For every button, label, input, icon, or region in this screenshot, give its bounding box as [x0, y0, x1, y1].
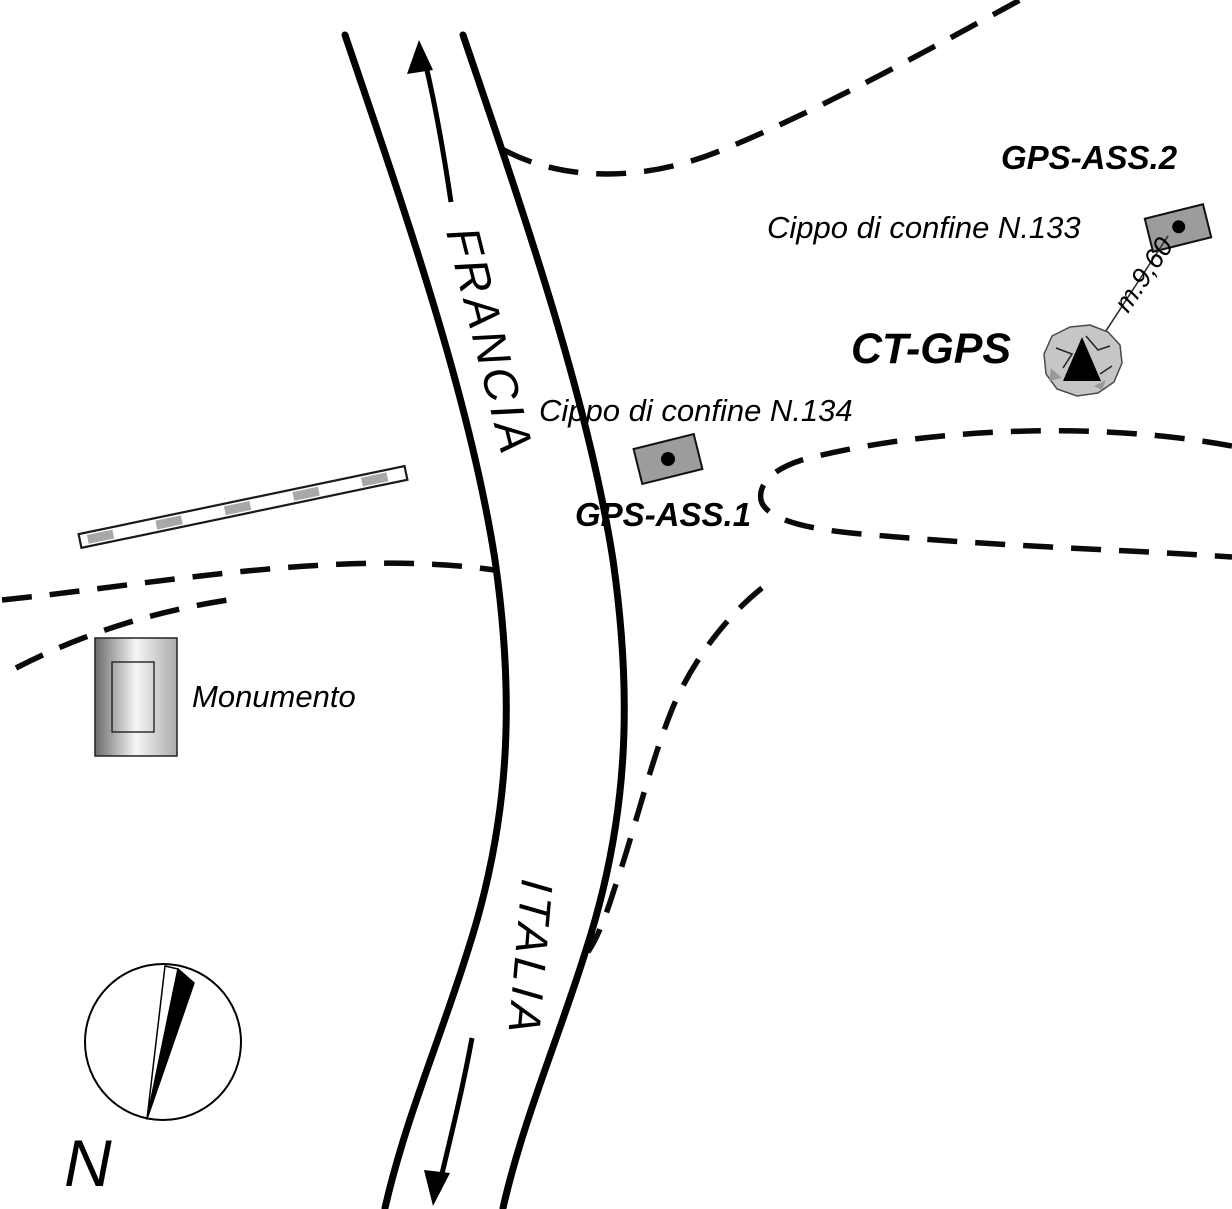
direction-arrow-down [424, 1037, 475, 1206]
boundary-stone-dot [1172, 220, 1186, 234]
monument-symbol [94, 637, 178, 757]
gps-ass2-label: GPS-ASS.2 [1001, 139, 1178, 176]
gps-ass1-marker [632, 432, 704, 486]
trail-dashed-west-lower [14, 597, 229, 671]
trail-dashed-south [585, 585, 764, 954]
cippo-133-label: Cippo di confine N.133 [767, 210, 1081, 245]
distance-line [1099, 235, 1169, 341]
gps-ass1-label: GPS-ASS.1 [575, 496, 751, 533]
compass-needle-black [146, 968, 195, 1120]
north-label: N [64, 1126, 112, 1200]
road-right-edge [459, 31, 628, 1209]
trail-dashed-west-upper [1, 560, 495, 603]
boundary-stone-dot [661, 452, 675, 466]
francia-label: FRANCIA [436, 222, 544, 462]
gps-ass2-marker [1143, 203, 1213, 253]
italia-label: ITALIA [498, 877, 563, 1039]
fence-strip [77, 464, 409, 550]
trail-dashed-top [502, 0, 1022, 177]
ct-gps-label: CT-GPS [851, 325, 1011, 373]
compass-rose [84, 963, 242, 1121]
cippo-134-label: Cippo di confine N.134 [539, 393, 853, 428]
ct-gps-rock [1043, 324, 1123, 397]
road-left-edge [341, 31, 510, 1209]
trail-dashed-east-loop [757, 427, 1232, 560]
monument-label: Monumento [192, 679, 356, 714]
distance-label: m.9,60 [1108, 232, 1179, 317]
survey-triangle-icon [1063, 337, 1101, 381]
direction-arrow-up [407, 40, 454, 203]
